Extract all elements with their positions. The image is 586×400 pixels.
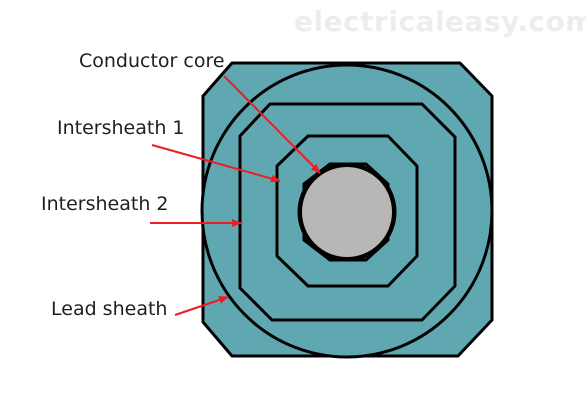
intersheath-2-label: Intersheath 2: [41, 193, 169, 215]
intersheath-1-arrow: [151, 144, 281, 183]
conductor-core-disc: [300, 165, 394, 259]
lead-sheath-label: Lead sheath: [51, 298, 168, 320]
intersheath-1-label: Intersheath 1: [57, 117, 185, 139]
conductor-core-arrow: [223, 75, 321, 174]
lead-sheath-arrow: [174, 296, 229, 316]
conductor-core-label: Conductor core: [79, 50, 225, 72]
watermark-text: electricaleasy.com: [294, 5, 586, 38]
